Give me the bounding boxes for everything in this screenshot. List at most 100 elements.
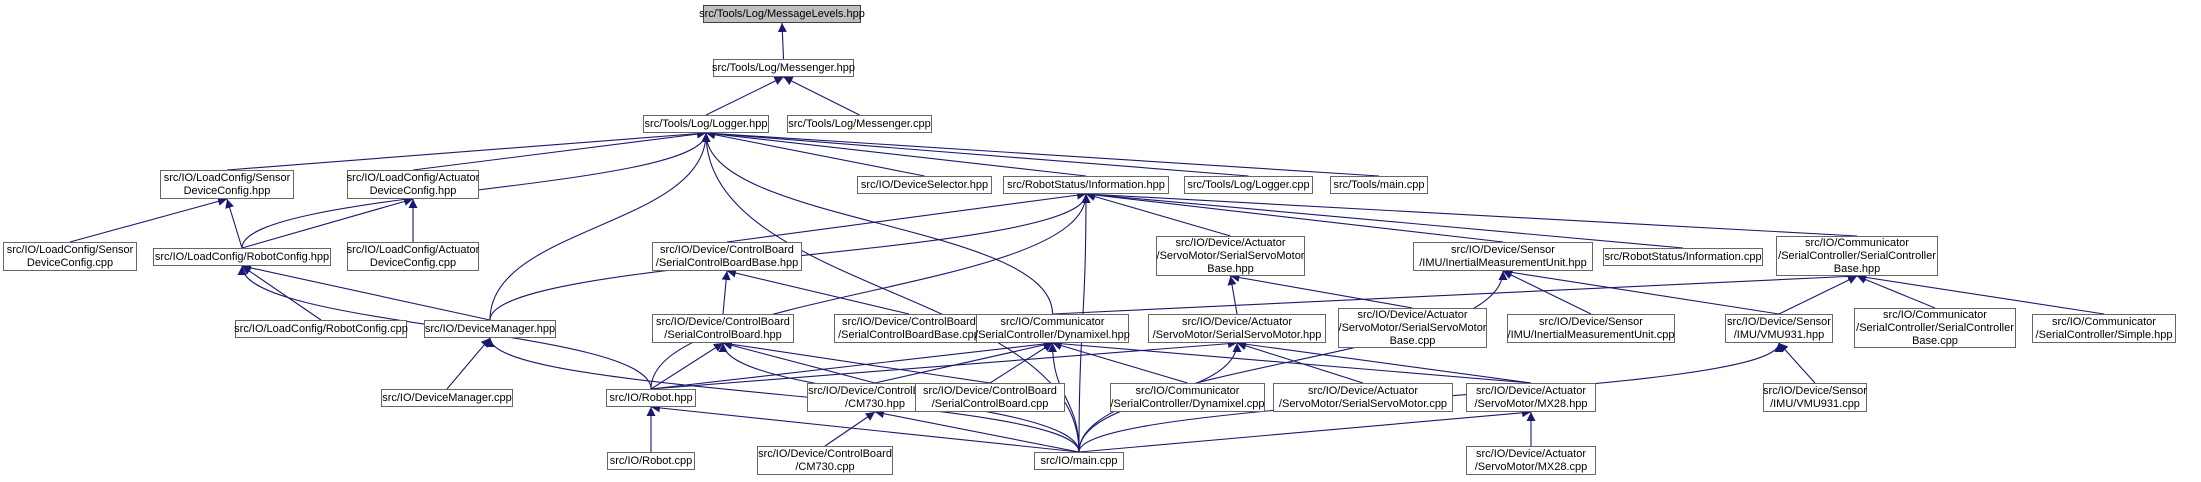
dependency-edges (69, 22, 2105, 453)
edge-cbbase-cpp-to-cbbase-hpp (726, 268, 910, 315)
node-label-line: /SerialControlBoard.cpp (931, 397, 1049, 410)
edge-tools-main-to-logger-hpp (705, 129, 1380, 177)
file-node-dyn-hpp[interactable]: src/IO/Communicator/SerialController/Dyn… (975, 314, 1130, 343)
node-label-line: /IMU/InertialMeasurementUnit.cpp (1507, 328, 1675, 341)
node-label-line: src/IO/DeviceManager.cpp (382, 391, 512, 404)
edge-logger-hpp-to-messenger-hpp (705, 76, 784, 116)
node-label-line: /ServoMotor/SerialServoMotor.cpp (1278, 397, 1448, 410)
edge-mx28-hpp-to-dyn-hpp (1052, 339, 1532, 384)
edge-cm730-hpp-to-dyn-hpp (874, 340, 1053, 384)
edge-dyn-hpp-to-scbase-hpp (1052, 271, 1858, 315)
file-node-info-cpp[interactable]: src/RobotStatus/Information.cpp (1603, 248, 1763, 266)
edge-simple-hpp-to-scbase-hpp (1856, 272, 2105, 315)
node-label-line: src/IO/Robot.hpp (609, 391, 693, 404)
node-label-line: src/IO/Device/Actuator (1307, 384, 1419, 397)
file-node-tools-main[interactable]: src/Tools/main.cpp (1330, 176, 1428, 194)
node-label-line: src/IO/LoadConfig/Actuator (346, 243, 480, 256)
file-node-ssmbase-hpp[interactable]: src/IO/Device/Actuator/ServoMotor/Serial… (1156, 236, 1305, 276)
file-node-devmgr-hpp[interactable]: src/IO/DeviceManager.hpp (424, 320, 556, 338)
node-label-line: /SerialController/SerialController (1856, 321, 2014, 334)
edge-imu-hpp-to-info-hpp (1085, 190, 1504, 243)
file-node-imu-cpp[interactable]: src/IO/Device/Sensor/IMU/InertialMeasure… (1507, 314, 1675, 343)
file-node-cbbase-cpp[interactable]: src/IO/Device/ControlBoard/SerialControl… (834, 314, 984, 343)
file-node-scbase-hpp[interactable]: src/IO/Communicator/SerialController/Ser… (1776, 236, 1938, 276)
edge-io-main-to-dyn-hpp (1048, 342, 1080, 453)
node-label-line: src/IO/Device/ControlBoard (923, 384, 1057, 397)
edge-vmu-hpp-to-scbase-hpp (1778, 275, 1858, 315)
file-node-ssm-cpp[interactable]: src/IO/Device/Actuator/ServoMotor/Serial… (1273, 383, 1453, 412)
node-label-line: src/IO/LoadConfig/RobotConfig.cpp (234, 322, 408, 335)
node-label-line: /SerialController/Dynamixel.hpp (975, 328, 1130, 341)
node-label-line: src/IO/Device/ControlBoard (660, 243, 794, 256)
file-node-logger-cpp[interactable]: src/Tools/Log/Logger.cpp (1184, 176, 1313, 194)
edge-cb-cpp-to-dyn-hpp (989, 342, 1053, 384)
file-node-devmgr-cpp[interactable]: src/IO/DeviceManager.cpp (381, 389, 513, 407)
node-label-line: src/RobotStatus/Information.cpp (1604, 250, 1762, 263)
file-node-simple-hpp[interactable]: src/IO/Communicator/SerialController/Sim… (2032, 314, 2176, 343)
edge-io-main-to-devmgr-hpp (485, 337, 1080, 453)
edge-ssm-cpp-to-ssm-hpp (1236, 341, 1364, 384)
edge-messenger-hpp-to-msglevels (777, 22, 787, 60)
node-label-line: /ServoMotor/SerialServoMotor (1338, 321, 1487, 334)
edge-logger-cpp-to-logger-hpp (705, 129, 1249, 177)
edge-ssmbase-cpp-to-ssmbase-hpp (1230, 273, 1413, 309)
edge-ssmbase-hpp-to-info-hpp (1085, 192, 1231, 237)
node-label-line: Base.cpp (1912, 334, 1958, 347)
edge-io-main-to-mx28-hpp (1078, 408, 1532, 453)
file-node-vmu-hpp[interactable]: src/IO/Device/Sensor/IMU/VMU931.hpp (1725, 314, 1833, 343)
file-node-io-main[interactable]: src/IO/main.cpp (1034, 452, 1124, 470)
file-node-messenger-cpp[interactable]: src/Tools/Log/Messenger.cpp (787, 115, 932, 133)
file-node-dyn-cpp[interactable]: src/IO/Communicator/SerialController/Dyn… (1110, 383, 1265, 412)
file-node-info-hpp[interactable]: src/RobotStatus/Information.hpp (1003, 176, 1169, 194)
node-label-line: DeviceConfig.cpp (26, 256, 114, 269)
file-node-robotcfg-cpp[interactable]: src/IO/LoadConfig/RobotConfig.cpp (234, 320, 408, 338)
file-node-ssmbase-cpp[interactable]: src/IO/Device/Actuator/ServoMotor/Serial… (1338, 308, 1487, 348)
file-node-robot-hpp[interactable]: src/IO/Robot.hpp (606, 389, 696, 407)
node-label-line: src/IO/Device/Sensor (1763, 384, 1867, 397)
edge-mx28-hpp-to-ssm-hpp (1236, 339, 1532, 384)
file-node-robot-cpp[interactable]: src/IO/Robot.cpp (607, 452, 695, 470)
node-label-line: /SerialControlBoardBase.hpp (655, 256, 799, 269)
file-node-robotcfg-hpp[interactable]: src/IO/LoadConfig/RobotConfig.hpp (153, 248, 331, 266)
file-node-ssm-hpp[interactable]: src/IO/Device/Actuator/ServoMotor/Serial… (1148, 314, 1326, 343)
file-node-scbase-cpp[interactable]: src/IO/Communicator/SerialController/Ser… (1854, 308, 2016, 348)
file-node-vmu-cpp[interactable]: src/IO/Device/Sensor/IMU/VMU931.cpp (1763, 383, 1867, 412)
node-label-line: /ServoMotor/MX28.hpp (1474, 397, 1588, 410)
node-label-line: src/IO/Communicator (1883, 308, 1987, 321)
node-label-line: src/IO/LoadConfig/Sensor (6, 243, 134, 256)
node-label-line: /SerialControlBoard.hpp (664, 328, 782, 341)
node-label-line: src/IO/LoadConfig/Actuator (346, 171, 480, 184)
edge-vmu-cpp-to-vmu-hpp (1778, 342, 1816, 384)
node-label-line: src/IO/Device/Actuator (1475, 384, 1587, 397)
file-node-msglevels[interactable]: src/Tools/Log/MessageLevels.hpp (699, 5, 865, 23)
node-label-line: src/IO/DeviceManager.hpp (424, 322, 556, 335)
node-label-line: src/Tools/Log/Messenger.cpp (788, 117, 931, 130)
file-node-mx28-hpp[interactable]: src/IO/Device/Actuator/ServoMotor/MX28.h… (1466, 383, 1596, 412)
edge-io-main-to-imu-hpp (1078, 270, 1508, 453)
edge-cbbase-hpp-to-info-hpp (726, 190, 1087, 243)
file-node-cb-hpp[interactable]: src/IO/Device/ControlBoard/SerialControl… (652, 314, 794, 343)
node-label-line: src/IO/Device/Sensor (1727, 315, 1831, 328)
edge-io-main-to-cm730-hpp (874, 409, 1080, 453)
node-label-line: /ServoMotor/SerialServoMotor.hpp (1152, 328, 1322, 341)
edge-devmgr-hpp-to-logger-hpp (489, 132, 711, 321)
file-node-imu-hpp[interactable]: src/IO/Device/Sensor/IMU/InertialMeasure… (1413, 242, 1593, 271)
file-node-cbbase-hpp[interactable]: src/IO/Device/ControlBoard/SerialControl… (652, 242, 802, 271)
edge-robotcfg-hpp-to-actcfg-hpp (241, 197, 414, 249)
edge-info-cpp-to-info-hpp (1085, 190, 1684, 249)
file-node-cb-cpp[interactable]: src/IO/Device/ControlBoard/SerialControl… (915, 383, 1065, 412)
file-node-cm730-cpp[interactable]: src/IO/Device/ControlBoard/CM730.cpp (757, 446, 893, 475)
node-label-line: src/IO/LoadConfig/Sensor (163, 171, 291, 184)
node-label-line: src/IO/Device/ControlBoard (808, 384, 942, 397)
file-node-mx28-cpp[interactable]: src/IO/Device/Actuator/ServoMotor/MX28.c… (1466, 446, 1596, 475)
file-node-devsel-hpp[interactable]: src/IO/DeviceSelector.hpp (857, 176, 992, 194)
file-node-messenger-hpp[interactable]: src/Tools/Log/Messenger.hpp (712, 59, 855, 77)
node-label-line: src/IO/Robot.cpp (609, 454, 693, 467)
file-node-logger-hpp[interactable]: src/Tools/Log/Logger.hpp (643, 115, 769, 133)
node-label-line: DeviceConfig.cpp (369, 256, 457, 269)
node-label-line: /ServoMotor/MX28.cpp (1474, 460, 1588, 473)
